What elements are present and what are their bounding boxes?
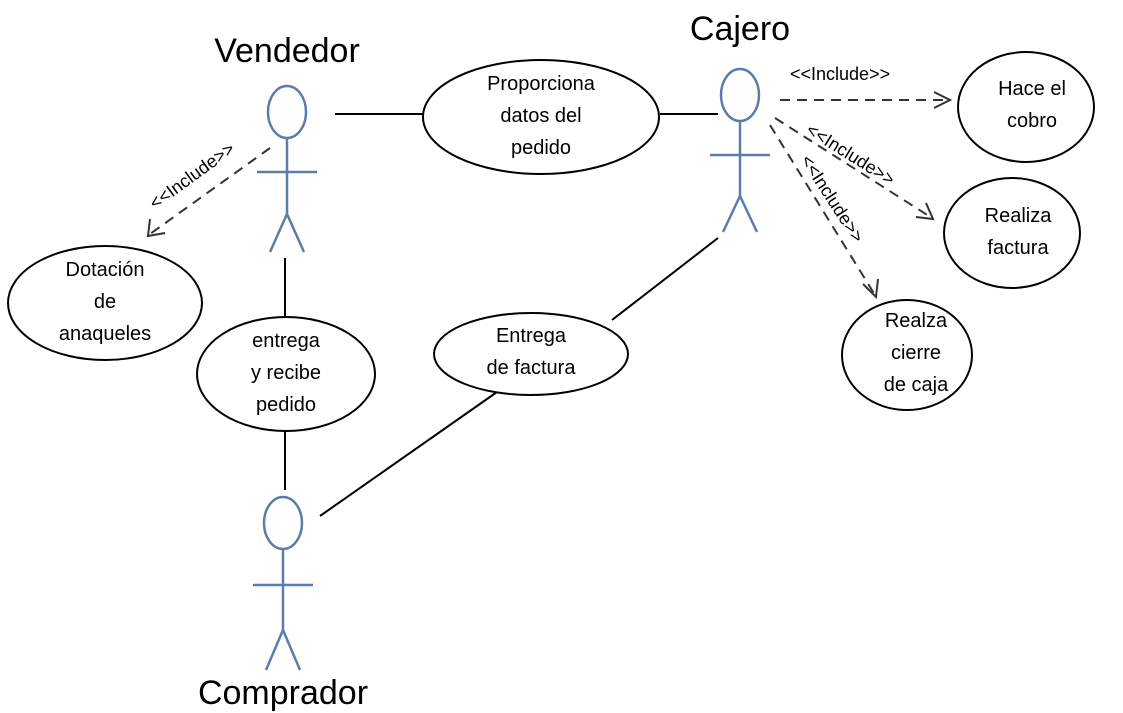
usecase-proporciona-line1: Proporciona — [487, 73, 596, 95]
usecase-proporciona: Proporciona datos del pedido — [422, 59, 660, 175]
actor-comprador-icon — [253, 495, 313, 671]
usecase-entrega-recibe-line1: entrega — [252, 330, 321, 352]
usecase-realiza-factura-line2: factura — [987, 237, 1049, 259]
usecase-dotacion-line2: de — [94, 291, 116, 313]
actor-cajero-icon — [710, 67, 770, 233]
usecase-hace-cobro-line2: cobro — [1007, 110, 1057, 132]
usecase-dotacion: Dotación de anaqueles — [7, 245, 203, 361]
usecase-proporciona-line2: datos del — [500, 105, 581, 127]
actor-cajero-label: Cajero — [690, 10, 790, 48]
usecase-entrega-factura: Entrega de factura — [433, 312, 629, 396]
include-arrow-cobro: <<Include>> — [780, 64, 953, 109]
usecase-realiza-factura-line1: Realiza — [985, 205, 1053, 227]
usecase-entrega-recibe: entrega y recibe pedido — [196, 316, 376, 432]
usecase-entrega-recibe-line2: y recibe — [251, 362, 321, 384]
usecase-entrega-factura-line2: de factura — [487, 357, 577, 379]
include-arrow-factura: <<Include>> — [774, 117, 935, 221]
actor-comprador-label: Comprador — [198, 674, 368, 712]
usecase-hace-cobro: Hace el cobro — [957, 51, 1095, 163]
usecase-dotacion-line3: anaqueles — [59, 323, 151, 345]
usecase-dotacion-line1: Dotación — [66, 259, 145, 281]
actor-vendedor-label: Vendedor — [214, 32, 360, 70]
include-label-dotacion: <<Include>> — [146, 138, 239, 213]
usecase-cierre-caja-line1: Realza — [885, 310, 948, 332]
usecase-entrega-factura-line1: Entrega — [496, 325, 567, 347]
assoc-comprador-factura — [319, 391, 498, 517]
usecase-cierre-caja-line2: cierre — [891, 342, 941, 364]
usecase-entrega-recibe-line3: pedido — [256, 394, 316, 416]
usecase-cierre-caja-line3: de caja — [884, 374, 949, 396]
include-arrow-dotacion: <<Include>> — [146, 138, 271, 238]
usecase-proporciona-line3: pedido — [511, 137, 571, 159]
usecase-cierre-caja: Realza cierre de caja — [841, 299, 973, 411]
include-label-cobro: <<Include>> — [790, 64, 890, 84]
actor-vendedor-icon — [257, 84, 317, 253]
usecase-realiza-factura: Realiza factura — [943, 177, 1081, 289]
usecase-hace-cobro-line1: Hace el — [998, 78, 1066, 100]
assoc-cajero-factura — [611, 237, 719, 321]
